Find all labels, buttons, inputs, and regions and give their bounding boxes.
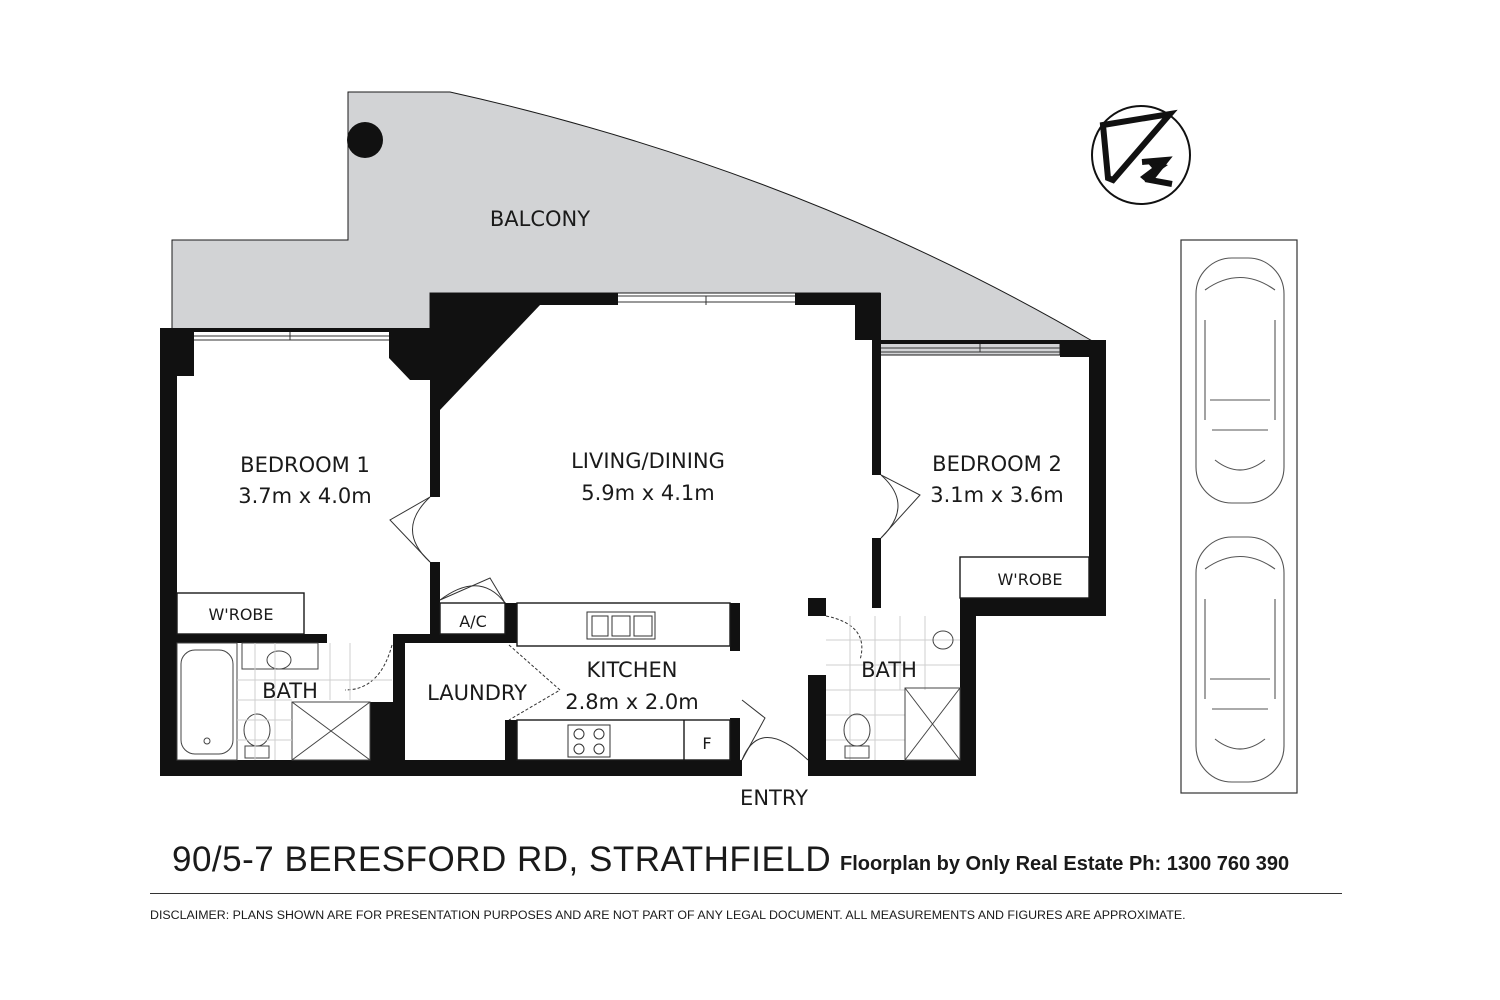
wrobe2-label: W'ROBE <box>997 570 1062 589</box>
north-arrow-icon <box>1091 105 1191 205</box>
footer-divider <box>150 893 1342 894</box>
sink-icon <box>586 611 656 640</box>
parking-bay <box>1180 239 1298 794</box>
windows <box>194 295 1060 353</box>
bath2-label: BATH <box>861 658 917 682</box>
disclaimer-text: DISCLAIMER: PLANS SHOWN ARE FOR PRESENTA… <box>150 908 1186 922</box>
balcony-label: BALCONY <box>490 207 590 231</box>
car-icon <box>1195 257 1285 504</box>
kitchen-size: 2.8m x 2.0m <box>565 690 699 714</box>
column <box>347 122 383 158</box>
car-icon <box>1195 536 1285 783</box>
ac-label: A/C <box>459 612 487 631</box>
property-address: 90/5-7 BERESFORD RD, STRATHFIELD <box>172 840 832 879</box>
fixtures <box>176 556 1090 761</box>
bedroom2-size: 3.1m x 3.6m <box>930 483 1064 507</box>
entry-label: ENTRY <box>740 786 808 810</box>
living-size: 5.9m x 4.1m <box>581 481 715 505</box>
bath1-fixtures <box>176 642 371 761</box>
wrobe1-label: W'ROBE <box>208 605 273 624</box>
bath1-label: BATH <box>262 679 318 703</box>
living-label: LIVING/DINING <box>571 449 725 473</box>
bedroom1-label: BEDROOM 1 <box>240 453 370 477</box>
bath2-tiles <box>826 616 960 760</box>
bath2-fixtures <box>843 630 961 761</box>
walls <box>160 293 1106 776</box>
laundry-label: LAUNDRY <box>427 681 527 705</box>
bedroom2-label: BEDROOM 2 <box>932 452 1062 476</box>
fridge-label: F <box>702 734 711 753</box>
doors <box>344 474 921 761</box>
bath1-tiles <box>237 643 392 760</box>
floorplan-credit: Floorplan by Only Real Estate Ph: 1300 7… <box>840 853 1290 875</box>
cooktop-icon <box>567 724 611 758</box>
balcony-area <box>171 91 1096 356</box>
kitchen-label: KITCHEN <box>587 658 678 682</box>
bedroom1-size: 3.7m x 4.0m <box>238 484 372 508</box>
